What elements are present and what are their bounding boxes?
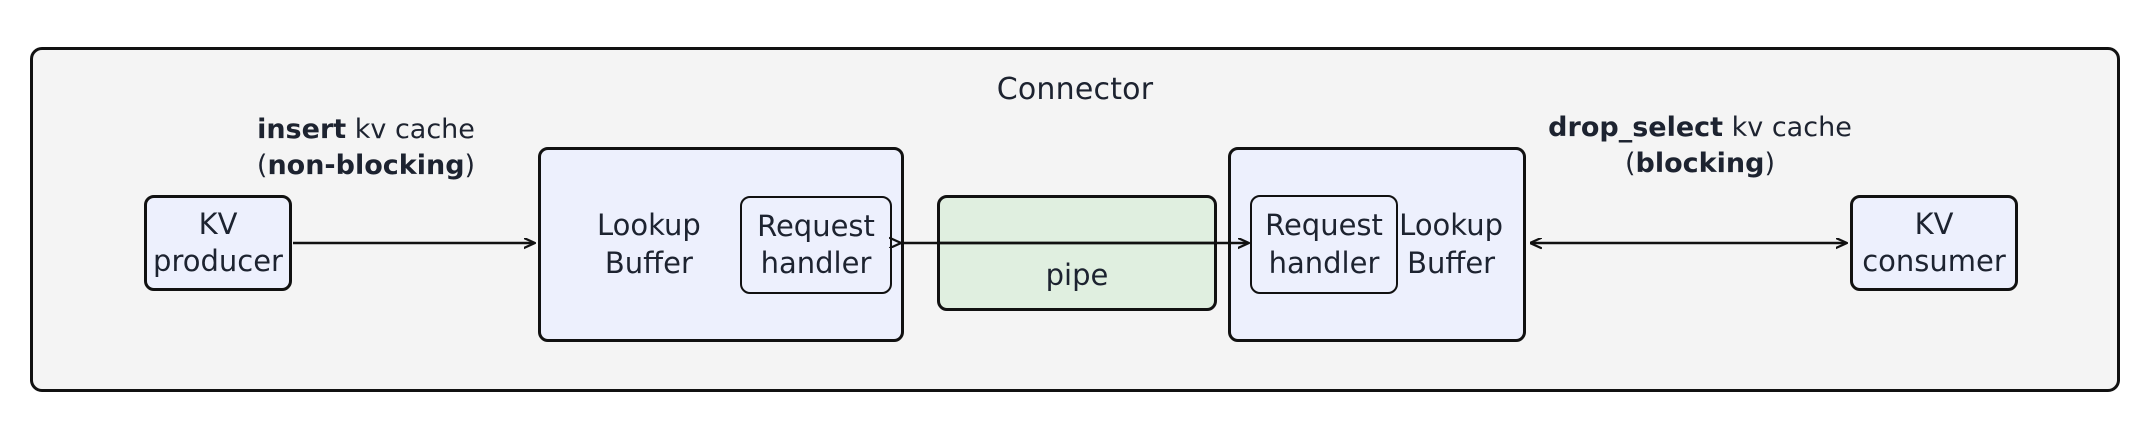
edge-label-insert-mode: non-blocking: [267, 149, 465, 181]
edge-label-insert-bold: insert: [257, 114, 347, 145]
node-request-handler-right-label: Request handler: [1265, 208, 1383, 280]
edge-label-drop-select-line2: (blocking): [1480, 146, 1920, 182]
edge-label-insert-line1: insert kv cache: [180, 112, 552, 148]
edge-label-insert-open: (: [256, 149, 268, 181]
node-kv-consumer[interactable]: KV consumer: [1850, 195, 2018, 291]
edge-label-drop-select-line1: drop_select kv cache: [1480, 110, 1920, 146]
edge-label-drop-select-close: ): [1764, 147, 1775, 179]
edge-label-drop-select: drop_select kv cache (blocking): [1480, 110, 1920, 182]
node-request-handler-left[interactable]: Request handler: [740, 196, 892, 294]
node-request-handler-left-label: Request handler: [757, 208, 875, 280]
edge-label-insert-rest: kv cache: [346, 114, 475, 145]
node-kv-producer[interactable]: KV producer: [144, 195, 292, 291]
edge-label-insert: insert kv cache (non-blocking): [180, 112, 552, 184]
edge-label-insert-line2: (non-blocking): [180, 148, 552, 184]
edge-label-drop-select-mode: blocking: [1635, 147, 1765, 179]
node-lookup-buffer-left-label: Lookup Buffer: [597, 208, 701, 280]
edge-label-drop-select-open: (: [1625, 147, 1636, 179]
edge-label-drop-select-rest: kv cache: [1723, 112, 1852, 143]
node-lookup-buffer-right-label: Lookup Buffer: [1399, 208, 1503, 280]
node-request-handler-right[interactable]: Request handler: [1250, 195, 1398, 294]
node-kv-producer-label: KV producer: [153, 206, 283, 278]
connector-title: Connector: [996, 72, 1154, 107]
edge-label-insert-close: ): [464, 149, 476, 181]
node-pipe[interactable]: pipe: [937, 195, 1217, 311]
node-pipe-label: pipe: [1045, 257, 1109, 292]
edge-label-drop-select-bold: drop_select: [1548, 112, 1724, 143]
node-kv-consumer-label: KV consumer: [1862, 206, 2006, 278]
